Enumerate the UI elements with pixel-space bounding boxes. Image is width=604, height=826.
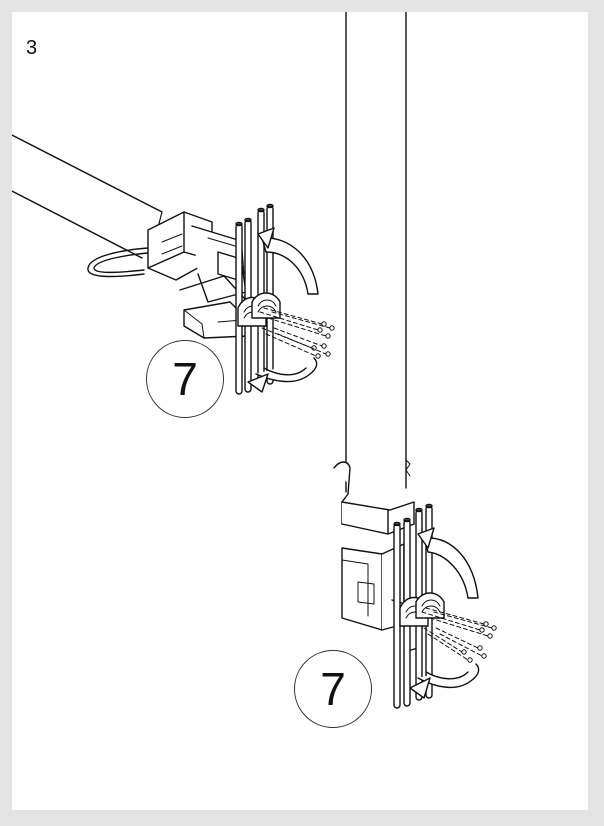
callout-badge: 7 — [146, 340, 224, 418]
lower-rotate-arrow-bottom — [409, 663, 480, 699]
upper-rotate-arrow-bottom — [247, 357, 318, 393]
upper-wire-paths-dashed — [259, 307, 331, 357]
lower-wire-ends — [461, 621, 497, 663]
upper-rotate-arrow-top — [257, 227, 319, 295]
lower-wire-clamps — [399, 592, 445, 627]
wiring-illustration — [12, 12, 497, 709]
upper-wire-clamps — [237, 292, 281, 327]
lower-wire-paths-dashed — [421, 607, 493, 661]
lower-rotate-arrow-top — [417, 527, 479, 599]
upper-wire-ends — [311, 321, 335, 359]
diagonal-cable — [12, 134, 163, 259]
step-number: 3 — [26, 37, 38, 59]
vertical-cable — [345, 12, 411, 493]
loose-wire-loop — [87, 247, 149, 278]
instruction-panel: 3 7 7 — [12, 12, 588, 810]
callout-badge: 7 — [294, 650, 372, 728]
